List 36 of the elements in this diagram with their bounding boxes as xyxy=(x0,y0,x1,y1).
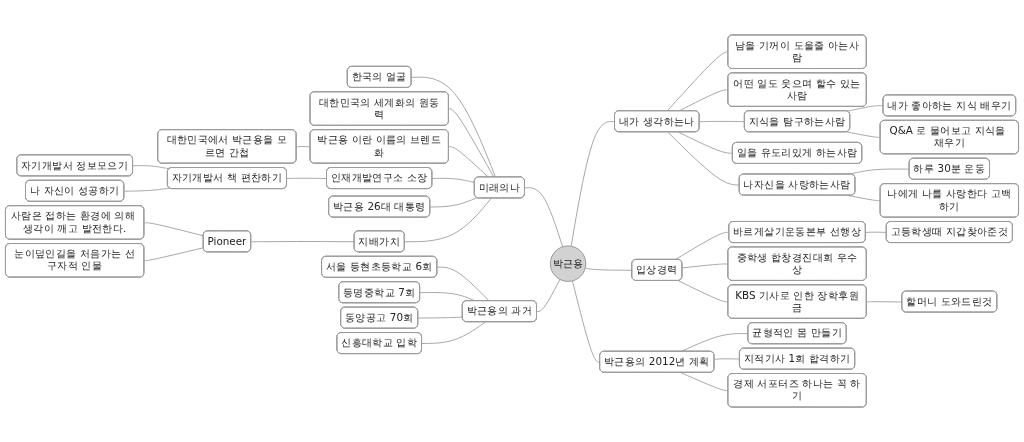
connector xyxy=(524,187,564,248)
connector xyxy=(714,358,741,360)
connector xyxy=(584,267,633,271)
connector xyxy=(286,177,328,179)
connector xyxy=(431,177,476,183)
connector xyxy=(436,266,490,302)
connector xyxy=(681,263,729,269)
connector xyxy=(699,120,746,123)
connector xyxy=(847,195,881,202)
connector xyxy=(674,231,730,261)
connector xyxy=(666,51,729,112)
connector xyxy=(123,187,170,192)
connector xyxy=(571,280,601,363)
connector xyxy=(866,301,903,303)
connector xyxy=(448,146,489,178)
connector xyxy=(448,108,495,178)
node-circle: 박근용 xyxy=(549,245,587,282)
connector xyxy=(570,121,616,247)
connector xyxy=(667,131,741,186)
connector xyxy=(536,279,561,313)
connector xyxy=(429,197,478,208)
connector xyxy=(250,241,355,243)
connector xyxy=(846,105,884,112)
connector xyxy=(143,247,205,262)
connector xyxy=(143,222,205,237)
connector xyxy=(404,197,492,243)
connector xyxy=(417,316,464,319)
connector xyxy=(411,76,497,178)
connector xyxy=(678,131,734,154)
connector xyxy=(846,131,881,138)
connector xyxy=(680,372,729,392)
connector xyxy=(132,165,170,170)
connector xyxy=(296,146,311,148)
connector xyxy=(865,231,888,233)
connector xyxy=(678,280,729,303)
connector xyxy=(421,321,486,344)
